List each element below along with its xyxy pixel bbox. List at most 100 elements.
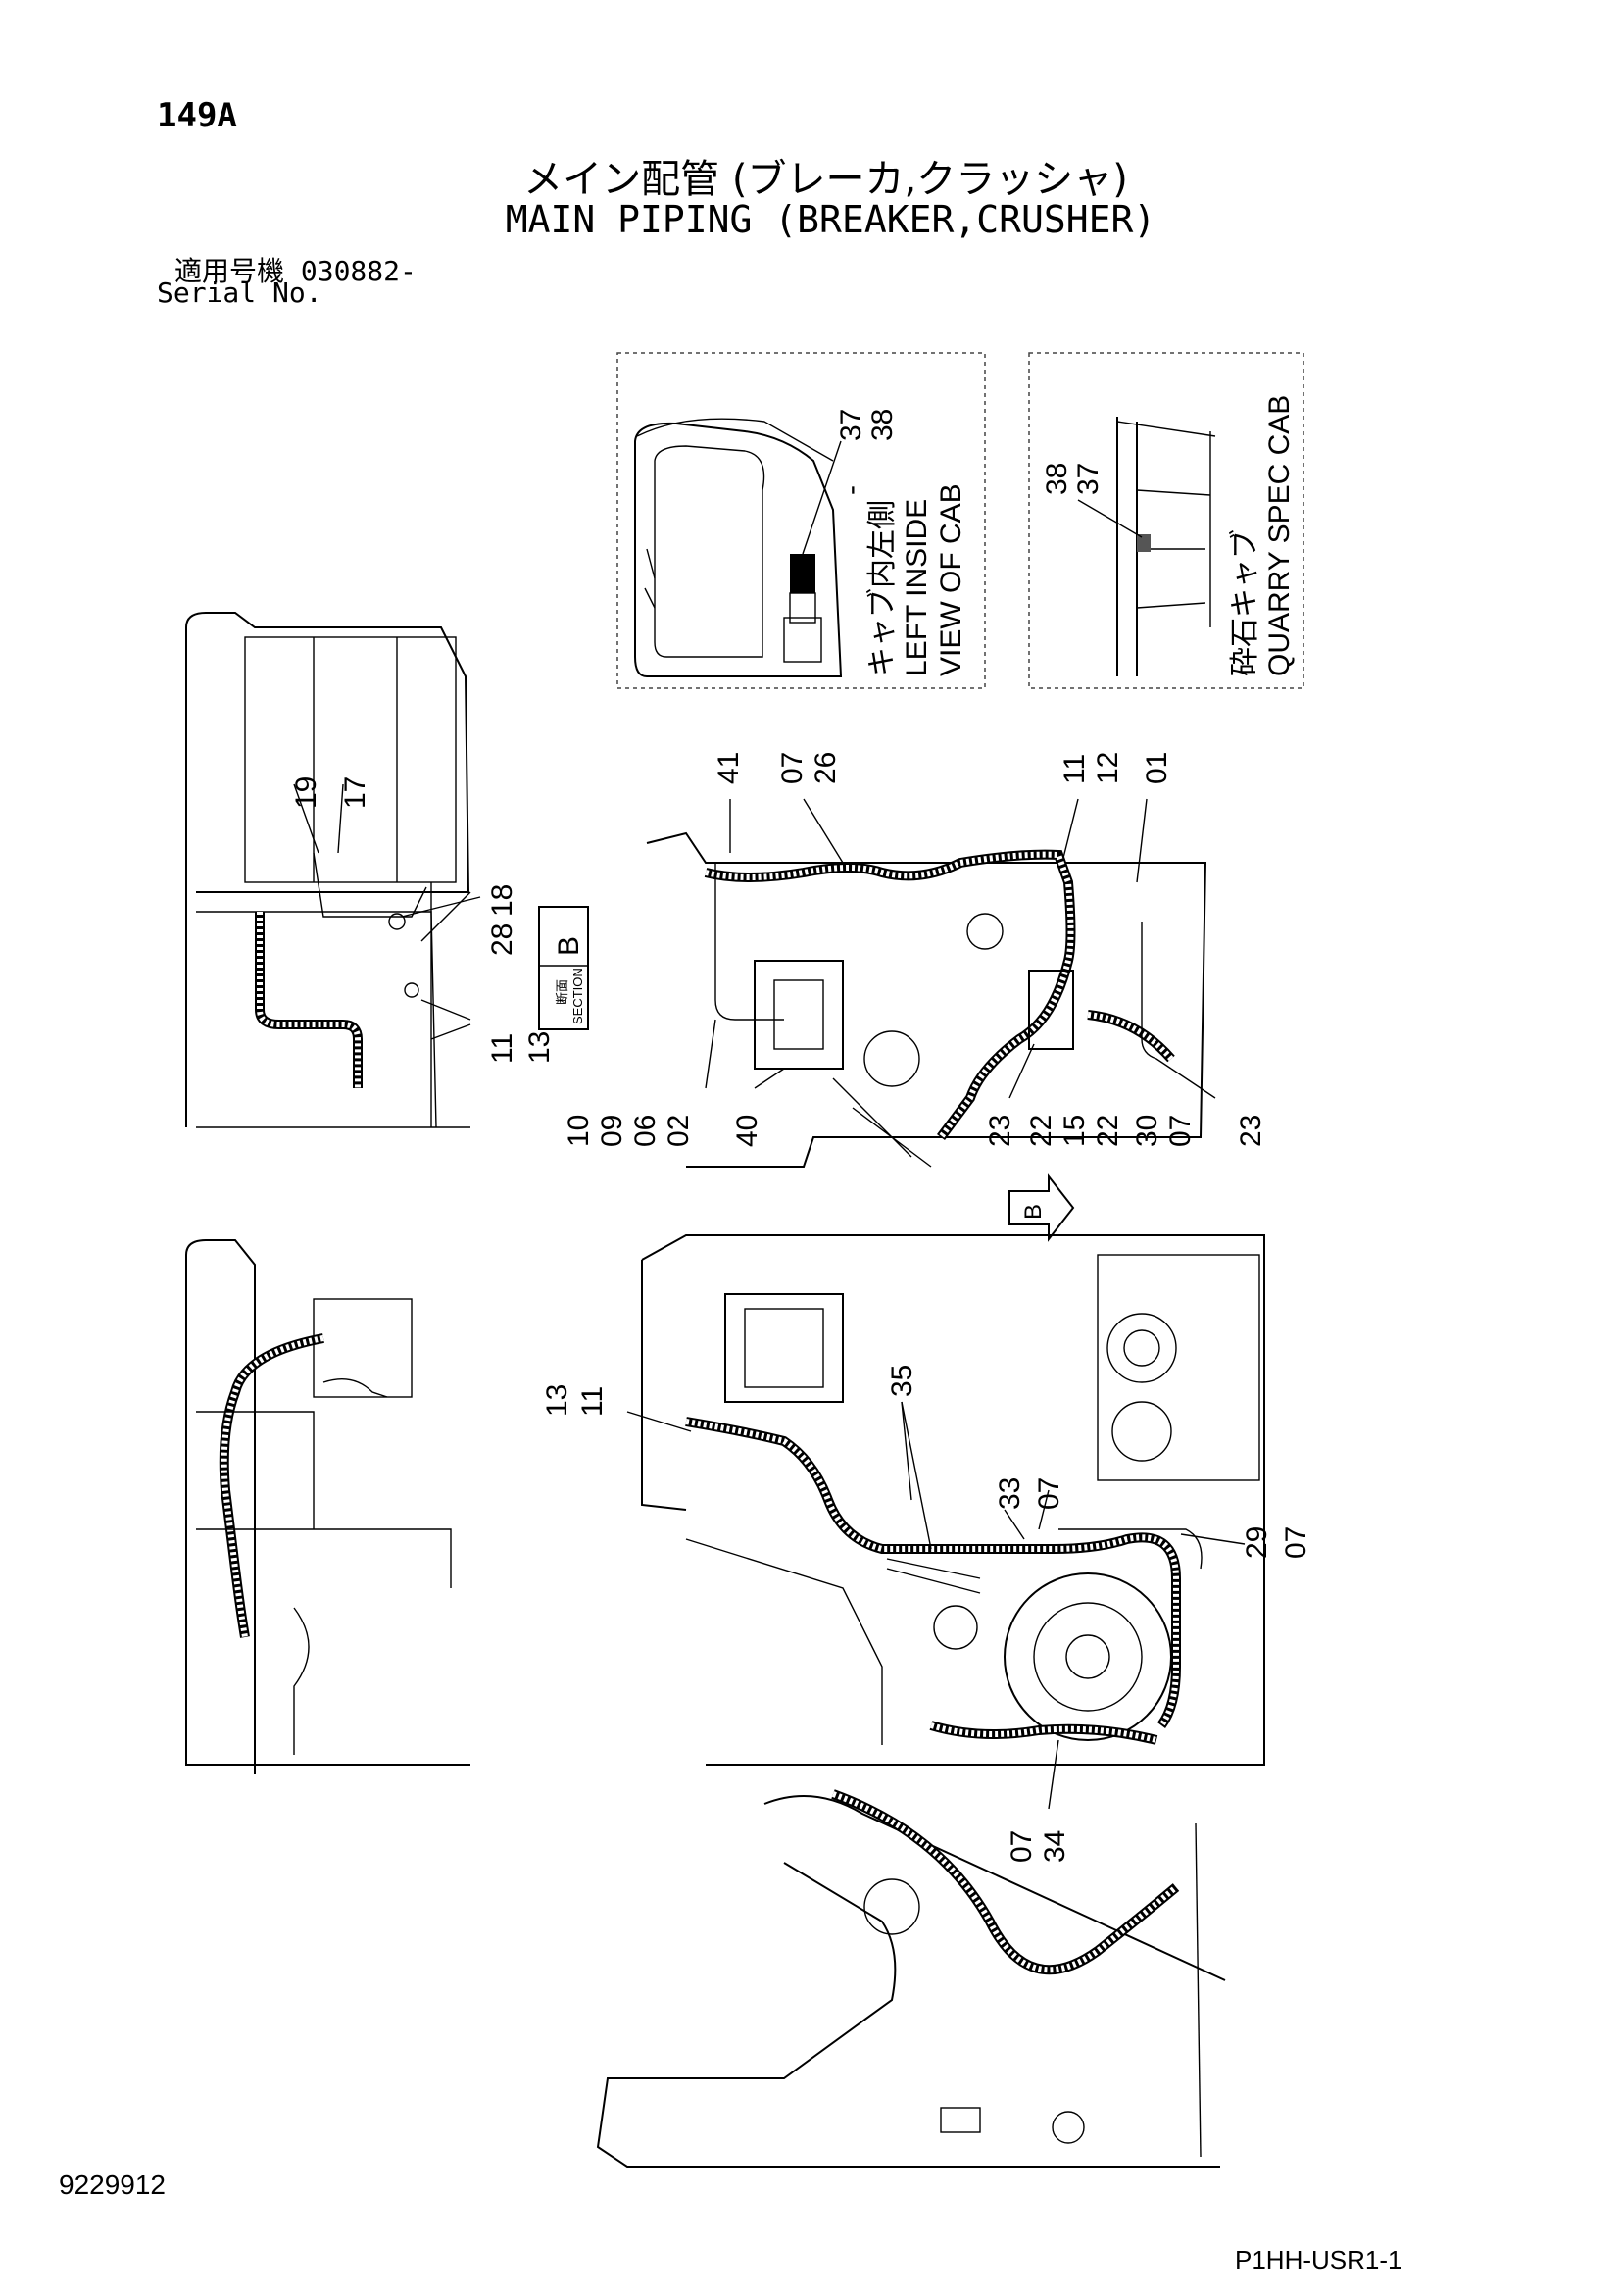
callout-13: 13: [541, 1384, 573, 1417]
callout-23b: 23: [1235, 1115, 1267, 1147]
swing-bearing-inner: [1033, 1602, 1143, 1712]
callout-26: 26: [810, 752, 842, 784]
valve-block: [313, 1298, 413, 1398]
bracket: [940, 2107, 981, 2133]
callout-38: 38: [866, 409, 899, 441]
hose-main: [704, 849, 1076, 1140]
callout-29: 29: [1241, 1526, 1273, 1559]
boom-outline: [596, 1795, 1226, 2168]
fitting: [388, 913, 406, 930]
boom-arm: [832, 1077, 932, 1168]
motor-hub: [1123, 1329, 1160, 1367]
cab-roof-line: [636, 418, 834, 462]
leader-07: [1038, 1489, 1050, 1530]
leader-29: [1180, 1533, 1246, 1545]
roller: [1052, 2111, 1085, 2144]
main-plan-view: 13 11 35 33 07 29 07 07 34: [541, 1234, 1312, 1863]
callout-06: 06: [629, 1115, 662, 1147]
swing-bearing: [1004, 1572, 1172, 1741]
serial-label: Serial No.: [157, 276, 322, 309]
arrow-letter: B: [1020, 1204, 1047, 1220]
callout-07: 07: [1033, 1477, 1065, 1510]
hose-texture: [1087, 1012, 1174, 1061]
page-title-japanese: メイン配管 (ブレーカ,クラッシャ): [523, 157, 1128, 202]
pipe-link: [322, 1378, 388, 1398]
pipe-pair: [886, 1558, 981, 1594]
swing-motor-housing: [1097, 1254, 1260, 1481]
callout-11: 11: [486, 1033, 518, 1064]
hose-texture: [685, 1419, 1179, 1727]
motor-flange: [1106, 1313, 1177, 1383]
callout-01: 01: [1141, 752, 1173, 784]
machine-outline: [185, 1239, 470, 1774]
boom-view: [596, 1789, 1226, 2168]
leader-23b: [1170, 1068, 1216, 1099]
page-number: 149A: [157, 96, 237, 135]
leader-13: [430, 1023, 471, 1040]
inset-label-line2: VIEW OF CAB: [935, 483, 967, 676]
leader-11: [420, 999, 471, 1021]
tank-body: [244, 636, 457, 883]
view-arrow-b: B: [1008, 1173, 1075, 1242]
section-label-japanese: 断面: [555, 979, 569, 1005]
leader-34: [1048, 1739, 1059, 1810]
inset-label-japanese: キャブ内左側: [866, 500, 899, 676]
hose-texture: [257, 912, 361, 1088]
callout-33: 33: [994, 1477, 1026, 1510]
callout-07c: 07: [1006, 1830, 1038, 1863]
control-valve: [724, 1293, 844, 1403]
hose-texture: [221, 1335, 324, 1638]
hose-line: [255, 912, 363, 1088]
machine-outline: [185, 612, 470, 1127]
inset-quarry-spec-cab: 38 37 砕石キャブ QUARRY SPEC CAB: [1028, 352, 1304, 689]
leader-28: [420, 891, 471, 942]
frame-edge: [1195, 1822, 1202, 2158]
arrow-shape: [1008, 1173, 1075, 1242]
leader-23: [1008, 1043, 1035, 1099]
cab-pillar: [1116, 417, 1138, 676]
callout-30: 30: [1131, 1115, 1163, 1147]
leader-35b: [901, 1401, 932, 1550]
swing-bearing-center: [1065, 1634, 1110, 1679]
callout-11: 11: [576, 1386, 609, 1417]
callout-38: 38: [1041, 463, 1073, 495]
hose-boom: [831, 1789, 1180, 1975]
document-number: 9229912: [59, 2170, 167, 2200]
frame-members: [196, 1411, 452, 1588]
callout-11: 11: [1058, 754, 1091, 784]
hose-branch: [1087, 1010, 1175, 1063]
leader-01: [1136, 798, 1148, 883]
model-code: P1HH-USR1-1: [1235, 2245, 1402, 2274]
hose-main: [685, 1417, 1181, 1728]
swing-bearing: [863, 1030, 920, 1087]
callout-35: 35: [886, 1365, 918, 1397]
frame-outline: [641, 1234, 1265, 1766]
valve-spool: [773, 979, 824, 1050]
callout-02: 02: [663, 1115, 695, 1147]
callout-23: 23: [984, 1115, 1016, 1147]
callout-09: 09: [596, 1115, 628, 1147]
control-valve: [754, 960, 844, 1070]
frame-diagonal: [685, 1538, 883, 1745]
leader-18: [401, 896, 481, 918]
side-view-lower: [185, 1239, 470, 1774]
leader-02: [705, 1019, 716, 1089]
callout-37: 37: [835, 409, 867, 441]
hose-lower: [929, 1721, 1158, 1745]
leader-13-11: [626, 1411, 692, 1432]
cab-outline: [634, 422, 843, 677]
callout-37: 37: [1072, 463, 1105, 495]
section-box: [538, 906, 589, 1030]
leader-35a: [901, 1401, 912, 1501]
callout-07b: 07: [1280, 1526, 1312, 1559]
callout-17: 17: [339, 776, 371, 809]
callout-13: 13: [523, 1031, 556, 1064]
fitting: [404, 982, 419, 998]
leader-11-12: [1062, 798, 1079, 859]
inset-label-line1: LEFT INSIDE: [901, 499, 933, 676]
leader-19: [293, 783, 319, 854]
leader-38: [1077, 499, 1143, 538]
callout-07b: 07: [1164, 1115, 1197, 1147]
inset-frame: [1028, 352, 1304, 689]
